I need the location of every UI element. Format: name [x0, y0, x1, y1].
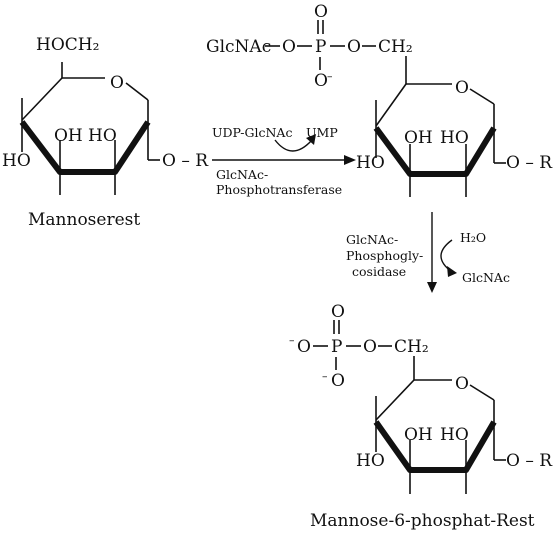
ump-label: UMP — [306, 125, 338, 140]
minus-charge-bottom: – — [322, 370, 328, 383]
ho-bottom-label: HO — [2, 151, 31, 171]
arrowhead-2 — [427, 282, 437, 293]
oh-label: OH — [54, 126, 83, 146]
mannose-residue: HOCH₂ O OH HO HO O – R Mannoserest — [2, 35, 209, 230]
p-o-minus-label: O — [331, 371, 345, 391]
water-label: H₂O — [460, 230, 486, 245]
ch2-label: CH₂ — [378, 37, 413, 57]
mannose-6-phosphate-residue: – O P O CH₂ O O – O OH HO HO O – R Manno… — [289, 302, 553, 531]
o-bridge-label: O — [363, 337, 377, 357]
ring-bond-c5-c4 — [375, 379, 415, 421]
glcnac-phospho-mannose: GlcNAc O P O CH₂ O O – O OH HO HO O – R — [206, 2, 553, 197]
enzyme-2-line1: GlcNAc- — [346, 232, 398, 247]
enzyme-1-line2: Phosphotransferase — [216, 182, 342, 197]
p-o-minus-label: O — [314, 71, 328, 91]
ring-bond-o-c1 — [125, 82, 149, 101]
ring-oxygen-label: O — [110, 73, 124, 93]
oh-label: OH — [404, 425, 433, 445]
enzyme-2-line3: cosidase — [352, 264, 406, 279]
glcnac-label: GlcNAc — [206, 37, 271, 57]
ring-bond-o-c1 — [469, 384, 495, 401]
water-arrowhead — [447, 266, 457, 277]
ring-bond-c5-c4 — [375, 83, 407, 127]
p-oxo-label: O — [314, 2, 328, 22]
ho-bottom-label: HO — [356, 153, 385, 173]
ho-label: HO — [440, 425, 469, 445]
glcnac-release-label: GlcNAc — [462, 270, 510, 285]
o-r-label: O – R — [162, 151, 209, 171]
o-label-2: O — [347, 37, 361, 57]
ring-bold-front — [373, 126, 497, 177]
o-minus-label: O — [297, 337, 311, 357]
oh-label: OH — [404, 128, 433, 148]
caption-mannoserest: Mannoserest — [28, 210, 140, 230]
ring-oxygen-label: O — [455, 374, 469, 394]
water-curve — [440, 239, 453, 273]
cofactor-arrowhead — [306, 134, 316, 145]
o-r-label: O – R — [506, 153, 553, 173]
ring-bond-o-c1 — [469, 88, 495, 105]
hoch2-label: HOCH₂ — [36, 35, 99, 55]
enzyme-1-line1: GlcNAc- — [216, 167, 268, 182]
p-oxo-label: O — [331, 302, 345, 322]
minus-charge: – — [327, 70, 333, 83]
o-r-label: O – R — [506, 451, 553, 471]
ho-label: HO — [440, 128, 469, 148]
o-label-1: O — [282, 37, 296, 57]
arrowhead-1 — [344, 155, 356, 165]
ring-bold-front — [19, 120, 151, 175]
p-label: P — [315, 37, 326, 57]
ring-bond-c5-c4 — [21, 77, 63, 121]
reaction-step-2: GlcNAc- Phosphogly- cosidase H₂O GlcNAc — [346, 212, 510, 293]
p-label: P — [331, 337, 342, 357]
reaction-step-1: UDP-GlcNAc UMP GlcNAc- Phosphotransferas… — [212, 125, 356, 197]
cofactor-curve — [274, 139, 313, 152]
ring-oxygen-label: O — [455, 78, 469, 98]
ho-bottom-label: HO — [356, 451, 385, 471]
caption-mannose-6-phosphat-rest: Mannose-6-phosphat-Rest — [310, 511, 535, 531]
ring-bold-front — [373, 420, 497, 473]
udp-glcnac-label: UDP-GlcNAc — [212, 125, 292, 140]
ho-label: HO — [88, 126, 117, 146]
minus-charge-left: – — [289, 334, 295, 347]
ch2-label: CH₂ — [394, 337, 429, 357]
enzyme-2-line2: Phosphogly- — [346, 248, 423, 263]
